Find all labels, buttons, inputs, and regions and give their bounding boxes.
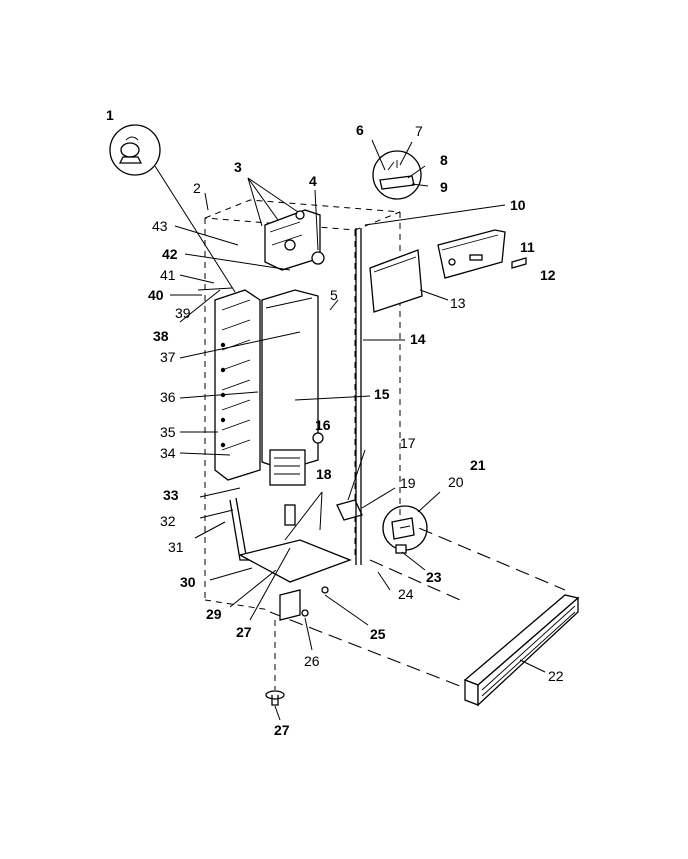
callout-43: 43 xyxy=(152,218,168,234)
callout-37: 37 xyxy=(160,349,176,365)
left-leaders xyxy=(170,192,371,456)
callout-17: 17 xyxy=(400,435,416,451)
part-1-light-bulb xyxy=(109,124,236,293)
callout-8: 8 xyxy=(440,152,448,168)
callout-11: 11 xyxy=(520,239,535,255)
callout-3: 3 xyxy=(234,159,242,175)
callout-26: 26 xyxy=(304,653,320,669)
callout-39: 39 xyxy=(175,305,191,321)
callout-25: 25 xyxy=(370,626,386,642)
callout-1: 1 xyxy=(106,107,114,123)
callout-23: 23 xyxy=(426,569,442,585)
part-22-kickplate xyxy=(463,594,580,707)
callout-4: 4 xyxy=(309,173,317,189)
callout-30: 30 xyxy=(180,574,196,590)
callout-15: 15 xyxy=(374,386,390,402)
callout-10: 10 xyxy=(510,197,526,213)
callout-20: 20 xyxy=(448,474,464,490)
callout-34: 34 xyxy=(160,445,176,461)
parts-6-9-detail xyxy=(371,139,429,200)
callout-33: 33 xyxy=(163,487,179,503)
callout-7: 7 xyxy=(415,123,423,139)
callout-labels: 1 2 3 4 5 6 7 8 9 10 11 12 13 14 15 16 1… xyxy=(106,107,564,738)
callout-40: 40 xyxy=(148,287,164,303)
callout-35: 35 xyxy=(160,424,176,440)
part-38-duct-assembly xyxy=(179,287,261,481)
callout-2: 2 xyxy=(193,180,201,196)
callout-24: 24 xyxy=(398,586,414,602)
callout-9: 9 xyxy=(440,179,448,195)
callout-21: 21 xyxy=(470,457,486,473)
callout-22: 22 xyxy=(548,668,564,684)
part-11-cover xyxy=(437,229,527,279)
callout-16: 16 xyxy=(315,417,331,433)
callout-6: 6 xyxy=(356,122,364,138)
part-15-rear-panel xyxy=(261,289,319,486)
leveling-hardware xyxy=(265,586,369,721)
callout-19: 19 xyxy=(400,475,416,491)
callout-29: 29 xyxy=(206,606,222,622)
parts-20-21-detail xyxy=(377,491,441,591)
callout-18: 18 xyxy=(316,466,332,482)
callout-13: 13 xyxy=(450,295,466,311)
upper-control-bracket xyxy=(247,177,325,271)
callout-38: 38 xyxy=(153,328,169,344)
callout-32: 32 xyxy=(160,513,176,529)
callout-14: 14 xyxy=(410,331,426,347)
callout-12: 12 xyxy=(540,267,556,283)
callout-27-upper: 27 xyxy=(236,624,252,640)
part-13-cover xyxy=(369,249,449,313)
callout-36: 36 xyxy=(160,389,176,405)
callout-31: 31 xyxy=(168,539,184,555)
callout-5: 5 xyxy=(330,287,338,303)
callout-42: 42 xyxy=(162,246,178,262)
callout-41: 41 xyxy=(160,267,176,283)
drain-tube-base xyxy=(194,487,352,621)
callout-27-lower: 27 xyxy=(274,722,290,738)
